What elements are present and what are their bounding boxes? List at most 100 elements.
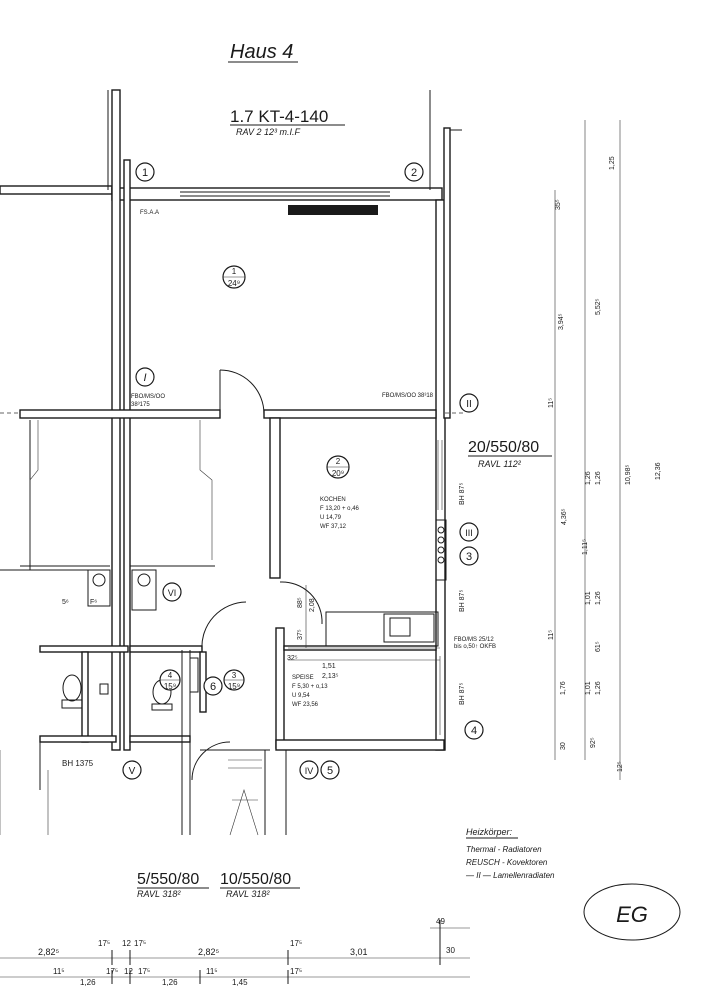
dim-r-5: 11⁵ — [548, 398, 555, 408]
dim-b-3: 12 — [122, 939, 131, 948]
room-2-area: 20⁹ — [332, 469, 344, 478]
dim-b-7: 3,01 — [350, 947, 368, 957]
dim-r-2: 35⁵ — [555, 199, 562, 210]
marker-III: III — [465, 528, 473, 538]
dim-r-7: 10,98⁵ — [625, 464, 632, 485]
dim-r-9: 1,26 — [595, 471, 602, 485]
room-4-number: 4 — [168, 671, 173, 680]
dim-i-2: 88⁵ — [297, 597, 304, 608]
dim-r-8: 1,26 — [585, 471, 592, 485]
dim-b-1: 2,82⁵ — [38, 947, 60, 957]
marker-I: I — [143, 372, 146, 384]
dim-r-19: 30 — [560, 742, 567, 750]
speise-line-1: F 5,30 + o,13 — [292, 684, 328, 690]
dim-r-10: 4,36⁵ — [561, 508, 568, 525]
unit-sublabel: RAV 2 12³ m.I.F — [236, 127, 301, 137]
stair-hatch — [0, 750, 262, 836]
marker-6: 6 — [210, 681, 216, 693]
dim-i-7: 5⁶ — [62, 599, 69, 606]
legend-item-2: REUSCH - Kovektoren — [466, 858, 548, 867]
dim-r-14: 11⁵ — [548, 630, 555, 640]
doors — [191, 369, 323, 781]
dim-r-12: 1,01 — [585, 591, 592, 605]
dim-b-17: 1,45 — [232, 978, 248, 987]
room-2-number: 2 — [336, 457, 341, 466]
dim-r-13: 1,26 — [595, 591, 602, 605]
radiator-sub-20: RAVL 112² — [478, 459, 522, 469]
unit-label: 1.7 KT-4-140 — [230, 107, 328, 126]
dim-b-9: 30 — [446, 946, 455, 955]
walls — [0, 89, 462, 835]
window-bar — [288, 205, 378, 215]
dim-b-10: 11⁵ — [53, 967, 65, 976]
note-fbo-right: FBO/MS/OO 38³18 — [382, 393, 434, 399]
room-2-line-2: U 14,79 — [320, 515, 342, 521]
note-fbo-left: FBO/MS/OO — [131, 394, 165, 400]
legend-item-1: Thermal - Radiatoren — [466, 845, 542, 854]
kitchen-fittings — [325, 440, 447, 735]
dim-r-15: 61⁵ — [595, 641, 602, 652]
dim-i-4: 32⁵ — [287, 655, 298, 662]
dim-b-6: 17⁵ — [290, 939, 302, 948]
room-1-number: 1 — [232, 267, 237, 276]
speise-line-3: WF 23,56 — [292, 702, 319, 708]
marker-4: 4 — [471, 725, 477, 737]
radiator-labels: 20/550/80 RAVL 112² 5/550/80 RAVL 318² 1… — [137, 439, 552, 899]
speise-line-2: U 9,54 — [292, 693, 310, 699]
dim-b-11: 1,26 — [80, 978, 96, 987]
grid-markers: 1 2 I II III 3 4 V IV 5 6 VI — [122, 162, 484, 780]
dim-r-11: 1,11⁵ — [582, 539, 589, 555]
room-2-line-3: WF 37,12 — [320, 524, 347, 530]
dim-b-15: 1,26 — [162, 978, 178, 987]
dim-b-2: 17⁵ — [98, 939, 110, 948]
radiator-label-10: 10/550/80 — [220, 871, 291, 888]
dim-i-3: 37⁵ — [297, 629, 304, 640]
room-2-line-1: F 13,20 + o,46 — [320, 506, 360, 512]
dim-b-8: 49 — [436, 917, 445, 926]
legend-title: Heizkörper: — [466, 827, 513, 837]
radiator-label-5: 5/550/80 — [137, 871, 199, 888]
plan-title: Haus 4 — [230, 41, 293, 63]
marker-3: 3 — [466, 551, 472, 563]
heating-legend: Heizkörper: Thermal - Radiatoren REUSCH … — [465, 827, 555, 880]
right-dimensions: 1,25 35⁵ 3,94⁵ 5,52⁵ 11⁵ 12,36 10,98⁵ 1,… — [548, 120, 662, 780]
dim-r-18: 1,26 — [595, 681, 602, 695]
dim-b-13: 12 — [124, 967, 133, 976]
dim-r-6: 12,36 — [655, 462, 662, 480]
dim-i-6: 2,13⁵ — [322, 673, 339, 680]
radiator-sub-5: RAVL 318² — [137, 889, 181, 899]
dim-r-17: 1,01 — [585, 681, 592, 695]
marker-5: 5 — [327, 765, 333, 777]
dim-r-16: 1,76 — [560, 681, 567, 695]
inner-dimensions: 2,08 88⁵ 37⁵ 32⁵ 1,51 2,13⁵ 5⁶ — [62, 585, 440, 680]
speise-name: SPEISE — [292, 675, 314, 681]
dim-r-21: 12⁵ — [617, 761, 624, 772]
dim-b-14: 17⁵ — [138, 967, 150, 976]
note-bh-bottom: BH 1375 — [62, 759, 94, 768]
eg-stamp: EG — [583, 883, 681, 941]
dim-b-18: 17⁵ — [290, 967, 302, 976]
dim-b-4: 17⁵ — [134, 939, 146, 948]
note-bh-3: BH 87⁵ — [459, 683, 466, 705]
room-3-number: 3 — [232, 671, 237, 680]
dimension-ticks — [111, 920, 441, 984]
marker-IV: IV — [305, 766, 314, 776]
dim-i-5: 1,51 — [322, 663, 336, 670]
note-fbo-small: FBO/MS 25/12 — [454, 637, 494, 643]
room-3-area: 15⁹ — [228, 682, 240, 691]
bottom-dimensions: 2,82⁵ 17⁵ 12 17⁵ 2,82⁵ 17⁵ 3,01 49 30 11… — [0, 917, 470, 987]
stamp-label: EG — [616, 902, 648, 927]
dim-b-16: 11⁵ — [206, 967, 218, 976]
legend-item-3: — II — Lamellenradiaten — [465, 871, 555, 880]
note-f6: F⁶ — [90, 599, 97, 606]
room-2-name: KOCHEN — [320, 497, 346, 503]
dim-r-3: 3,94⁵ — [558, 313, 565, 330]
marker-II: II — [466, 399, 472, 410]
note-fbo-small-2: bis o,50↑ OKFB — [454, 644, 496, 650]
dim-b-5: 2,82⁵ — [198, 947, 220, 957]
dim-i-1: 2,08 — [309, 598, 316, 612]
room-1-area: 24⁹ — [228, 279, 240, 288]
note-bh-2: BH 87⁵ — [459, 590, 466, 612]
plan-notes: FS.A.A FBO/MS/OO 38³175 FBO/MS/OO 38³18 … — [62, 210, 496, 768]
